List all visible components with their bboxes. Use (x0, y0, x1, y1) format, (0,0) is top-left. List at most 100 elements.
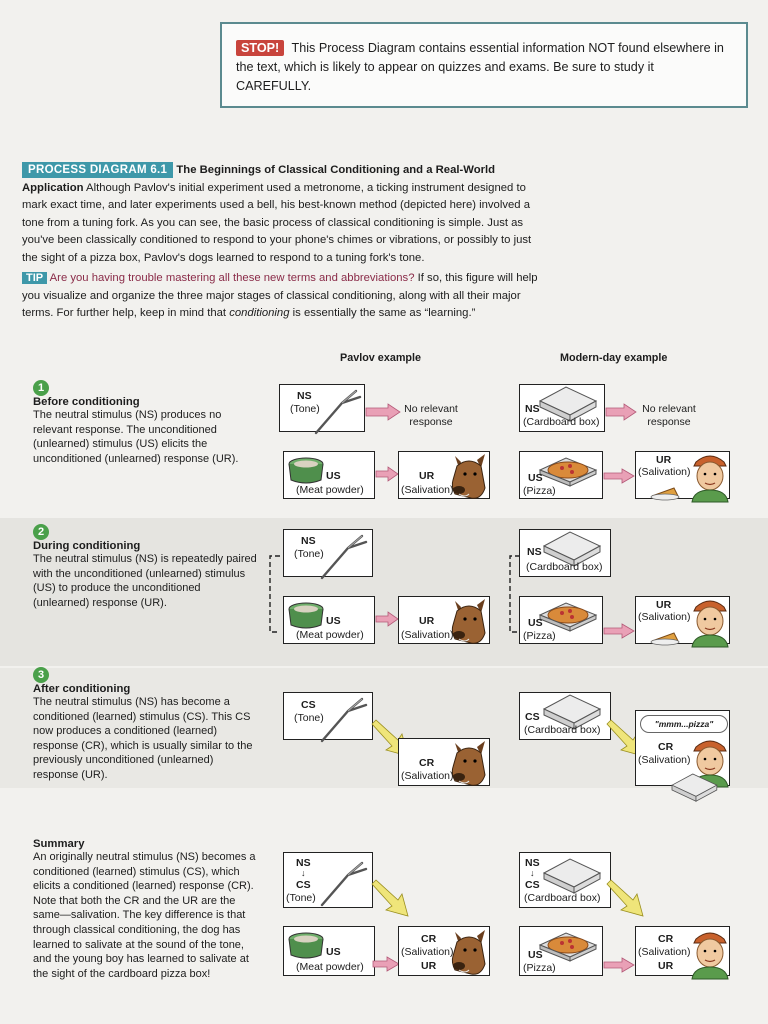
salivation-label: (Salivation) (638, 611, 691, 623)
salivation-label: (Salivation) (401, 946, 454, 958)
tip-paragraph: TIP Are you having trouble mastering all… (22, 270, 542, 323)
open-pizza-box-icon (540, 456, 600, 488)
ur-label: UR (656, 454, 671, 466)
modern-us-box: US (Pizza) (519, 451, 603, 499)
dog-icon (451, 599, 489, 645)
pizza-slice-icon (652, 488, 682, 502)
food-bowl-icon (288, 931, 324, 961)
modern-ur-box-2: UR (Salivation) (635, 596, 730, 644)
pavlov-column-head: Pavlov example (340, 352, 421, 364)
pink-arrow-icon (604, 469, 634, 483)
step-number: 2 (33, 524, 49, 540)
modern-ns-box-2: NS (Cardboard box) (519, 529, 611, 577)
step-text: The neutral stimulus (NS) produces no re… (33, 408, 258, 466)
pink-arrow-icon (366, 404, 400, 420)
cardboard-label: (Cardboard box) (524, 892, 600, 904)
us-label: US (528, 617, 543, 629)
step-2: 2 During conditioning The neutral stimul… (33, 524, 258, 610)
pavlov-cr-box: CR (Salivation) (398, 738, 490, 786)
us-label: US (326, 470, 341, 482)
step-1: 1 Before conditioning The neutral stimul… (33, 380, 258, 466)
step-text: The neutral stimulus (NS) has become a c… (33, 695, 258, 783)
cs-label: CS (525, 879, 540, 891)
pavlov-ur-box: UR (Salivation) (398, 451, 490, 499)
salivation-label: (Salivation) (401, 770, 454, 782)
stop-badge: STOP! (236, 40, 284, 56)
tone-label: (Tone) (286, 892, 316, 904)
step-text: The neutral stimulus (NS) is repeatedly … (33, 552, 258, 610)
pavlov-summary-cr-box: CR (Salivation) UR (398, 926, 490, 976)
ur-label: UR (421, 960, 436, 972)
salivation-label: (Salivation) (401, 629, 454, 641)
meat-label: (Meat powder) (296, 629, 364, 641)
down-arrow-icon: ↓ (530, 867, 535, 879)
ur-label: UR (658, 960, 673, 972)
yellow-arrow-icon (605, 880, 645, 918)
modern-column-head: Modern-day example (560, 352, 667, 364)
salivation-label: (Salivation) (638, 754, 691, 766)
cs-label: CS (296, 879, 311, 891)
food-bowl-icon (288, 601, 324, 631)
step-number: 3 (33, 667, 49, 683)
pink-arrow-icon (604, 624, 634, 638)
meat-label: (Meat powder) (296, 961, 364, 973)
modern-summary-cr-box: CR (Salivation) UR (635, 926, 730, 976)
speech-bubble: "mmm...pizza" (640, 715, 728, 733)
pizza-box-icon (672, 774, 722, 798)
cardboard-label: (Cardboard box) (526, 561, 602, 573)
down-arrow-icon: ↓ (301, 867, 306, 879)
meat-label: (Meat powder) (296, 484, 364, 496)
pink-arrow-icon (376, 467, 398, 481)
cr-label: CR (421, 933, 436, 945)
pink-arrow-icon (606, 404, 636, 420)
diagram-intro: PROCESS DIAGRAM 6.1 The Beginnings of Cl… (22, 162, 542, 268)
ur-label: UR (419, 470, 434, 482)
modern-summary-cs-box: NS ↓ CS (Cardboard box) (519, 852, 611, 908)
us-label: US (528, 472, 543, 484)
pavlov-summary-us-box: US (Meat powder) (283, 926, 375, 976)
pairing-bracket-icon (266, 554, 282, 634)
tip-question: Are you having trouble mastering all the… (50, 272, 415, 284)
tuning-fork-icon (318, 861, 368, 905)
pavlov-us-box-2: US (Meat powder) (283, 596, 375, 644)
cr-label: CR (658, 741, 673, 753)
tuning-fork-icon (318, 697, 368, 741)
dog-icon (451, 454, 489, 500)
boy-icon (690, 452, 730, 500)
tip-italic: conditioning (229, 307, 289, 319)
step-title: During conditioning (33, 540, 258, 552)
salivation-label: (Salivation) (638, 946, 691, 958)
summary: Summary An originally neutral stimulus (… (33, 838, 258, 981)
pink-arrow-icon (373, 957, 399, 971)
pizza-label: (Pizza) (523, 630, 556, 642)
pizza-box-icon (544, 859, 604, 895)
modern-cs-box: CS (Cardboard box) (519, 692, 611, 740)
us-label: US (528, 949, 543, 961)
pink-arrow-icon (376, 612, 398, 626)
dog-icon (451, 741, 489, 787)
salivation-label: (Salivation) (638, 466, 691, 478)
open-pizza-box-icon (540, 601, 600, 633)
ur-label: UR (656, 599, 671, 611)
boy-icon (690, 929, 730, 977)
cs-label: CS (301, 699, 316, 711)
pavlov-ur-box-2: UR (Salivation) (398, 596, 490, 644)
tip-badge: TIP (22, 272, 47, 284)
tuning-fork-icon (312, 389, 362, 433)
us-label: US (326, 615, 341, 627)
step-3: 3 After conditioning The neutral stimulu… (33, 667, 258, 783)
open-pizza-box-icon (540, 931, 600, 963)
cr-label: CR (419, 757, 434, 769)
ns-label: NS (301, 535, 316, 547)
pizza-label: (Pizza) (523, 962, 556, 974)
salivation-label: (Salivation) (401, 484, 454, 496)
boy-icon (690, 597, 730, 645)
modern-us-box-2: US (Pizza) (519, 596, 603, 644)
step-number: 1 (33, 380, 49, 396)
pink-arrow-icon (604, 958, 634, 972)
summary-title: Summary (33, 838, 258, 850)
food-bowl-icon (288, 456, 324, 486)
pizza-slice-icon (652, 633, 682, 647)
stop-text: This Process Diagram contains essential … (236, 41, 724, 93)
tip-text-end: is essentially the same as “learning.” (293, 307, 476, 319)
